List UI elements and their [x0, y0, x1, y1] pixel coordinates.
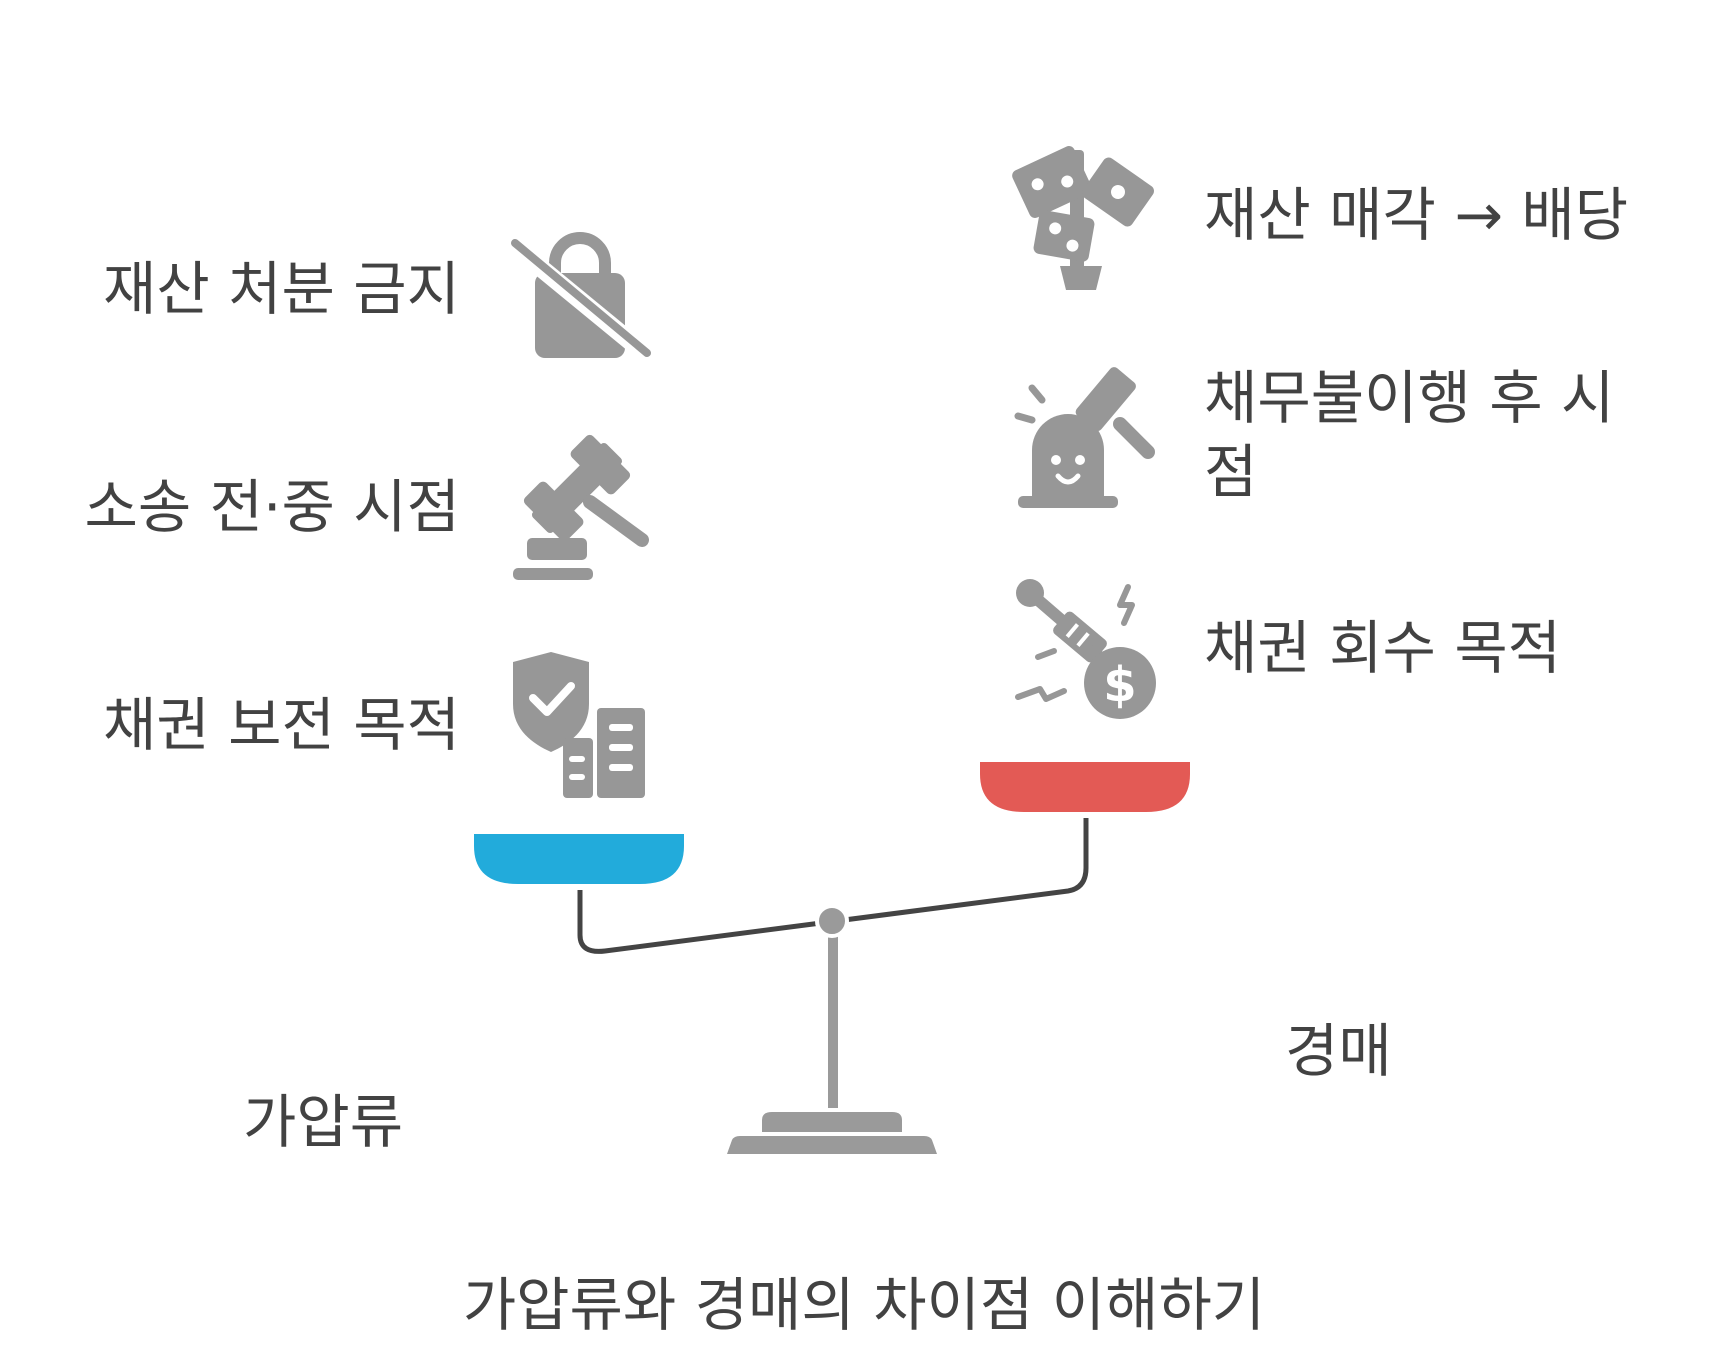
sale-tag-icon	[1010, 140, 1170, 300]
left-item-2: 소송 전·중 시점	[84, 473, 460, 541]
diagram-title: 가압류와 경매의 차이점 이해하기	[462, 1271, 1266, 1339]
left-pan	[474, 834, 684, 884]
right-item-3: 채권 회수 목적	[1204, 614, 1562, 682]
svg-text:$: $	[1103, 657, 1136, 713]
left-item-3: 채권 보전 목적	[102, 691, 460, 759]
right-item-1: 재산 매각 → 배당	[1204, 181, 1629, 249]
scale-base-bottom	[727, 1136, 937, 1154]
no-lock-icon	[505, 215, 655, 365]
left-item-1: 재산 처분 금지	[102, 255, 460, 323]
right-item-2: 채무불이행 후 시	[1204, 364, 1615, 432]
debt-collection-icon: $	[1010, 575, 1170, 730]
scale-post	[828, 930, 838, 1108]
gavel-icon	[505, 430, 655, 585]
right-pan	[980, 762, 1190, 812]
left-category-label: 가압류	[243, 1088, 404, 1156]
right-item-2-cont: 점	[1204, 438, 1258, 506]
scale-base-top	[762, 1112, 902, 1132]
scale-pivot	[815, 904, 849, 938]
right-category-label: 경매	[1285, 1017, 1392, 1085]
shield-building-icon	[505, 652, 655, 802]
auction-alert-icon	[1010, 358, 1170, 513]
